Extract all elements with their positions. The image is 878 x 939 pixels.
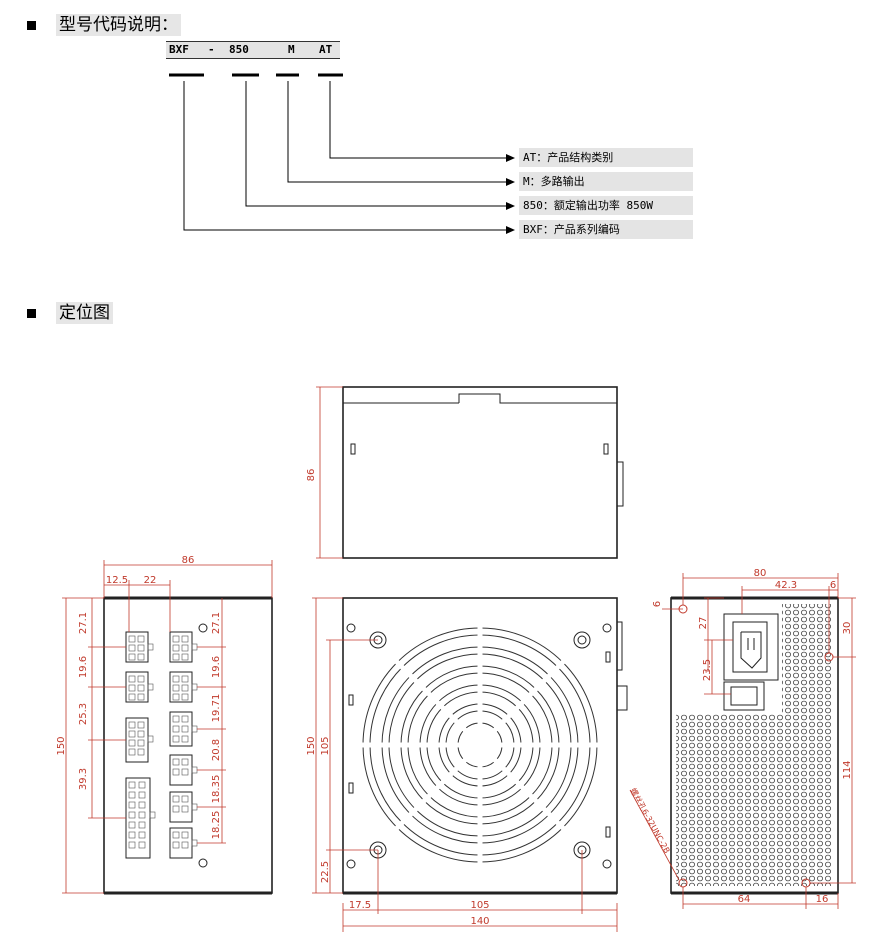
dim-rear-80: 80	[754, 568, 767, 579]
dim-side-12-5: 12.5	[106, 575, 128, 586]
dim-fan-105-bottom: 105	[470, 900, 489, 911]
dim-rear-64: 64	[738, 894, 751, 905]
model-code-title: 型号代码说明：	[56, 14, 181, 36]
position-title: 定位图	[56, 302, 113, 324]
dim-left-3: 25.3	[78, 703, 89, 725]
dim-rear-16: 16	[816, 894, 829, 905]
dim-right-3: 19.71	[211, 694, 222, 723]
dim-fan-105: 105	[320, 736, 331, 755]
code-part-output: M	[288, 43, 295, 56]
code-part-power: 850	[229, 43, 249, 56]
legend-structure: AT：产品结构类别	[519, 148, 693, 167]
dim-left-2: 19.6	[78, 656, 89, 678]
dim-rear-114: 114	[842, 760, 853, 779]
legend-output: M：多路输出	[519, 172, 693, 191]
dim-right-6: 18.25	[211, 811, 222, 840]
section-bullet-position	[27, 309, 36, 318]
dim-rear-30: 30	[842, 622, 853, 635]
dim-fan-150: 150	[306, 736, 317, 755]
code-part-dash: -	[208, 43, 215, 56]
dim-fan-140: 140	[470, 916, 489, 927]
rear-view	[670, 596, 839, 895]
legend-power: 850：额定输出功率 850W	[519, 196, 693, 215]
top-view	[342, 386, 624, 559]
section-bullet-model	[27, 21, 36, 30]
dim-rear-6-top: 6	[830, 580, 836, 591]
dim-side-22: 22	[144, 575, 157, 586]
dim-right-5: 18.35	[211, 775, 222, 804]
code-part-structure: AT	[319, 43, 333, 56]
code-part-series: BXF	[169, 43, 189, 56]
dim-left-1: 27.1	[78, 612, 89, 634]
screw-hole-note: 螺丝孔6-32UNC-2B	[628, 786, 672, 855]
dim-left-4: 39.3	[78, 768, 89, 790]
dim-right-2: 19.6	[211, 656, 222, 678]
model-code-arrows	[169, 73, 515, 234]
dim-side-width: 86	[182, 555, 195, 566]
fan-view	[342, 597, 628, 895]
dim-rear-23-5: 23.5	[702, 659, 713, 681]
dim-rear-42-3: 42.3	[775, 580, 797, 591]
side-view	[103, 596, 273, 895]
dim-rear-27: 27	[698, 617, 709, 630]
model-code-box: BXF - 850 M AT	[166, 41, 340, 59]
dim-fan-22-5: 22.5	[320, 861, 331, 883]
dim-side-height: 150	[56, 736, 67, 755]
dim-right-4: 20.8	[211, 739, 222, 761]
dim-fan-17-5: 17.5	[349, 900, 371, 911]
legend-series: BXF：产品系列编码	[519, 220, 693, 239]
dim-right-1: 27.1	[211, 612, 222, 634]
dim-top-height: 86	[306, 469, 317, 482]
dim-rear-6-left: 6	[652, 601, 663, 607]
